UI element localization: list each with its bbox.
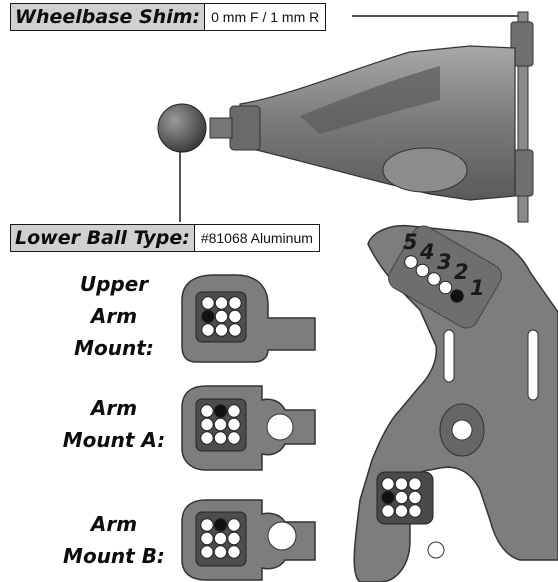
chassis-mount-hole-6 — [408, 490, 422, 505]
chassis-mount-hole-7 — [381, 504, 395, 518]
chassis-mount-hole-4 — [381, 490, 395, 505]
arm-mount-a-hole-6 — [227, 417, 241, 432]
arm-mount-a-hole-1 — [200, 404, 214, 418]
hole-number-2: 2 — [454, 260, 469, 284]
strip-hole-1 — [450, 289, 464, 303]
chassis-mount-hole-1 — [381, 477, 395, 491]
chassis-mount-hole-3 — [408, 477, 422, 491]
lower-ball-type-value: #81068 Aluminum — [200, 230, 313, 246]
strip-hole-4 — [415, 263, 430, 278]
upper-arm-mount-hole-7 — [201, 323, 215, 337]
hole-strip-recess — [388, 225, 502, 329]
arm-mount-b-hole-2 — [213, 518, 228, 532]
strip-hole-3 — [427, 272, 441, 286]
arm-mount-b-label: Arm Mount B: — [63, 512, 165, 568]
arm-mount-a-hole-2 — [213, 404, 228, 418]
chassis-mount-hole-9 — [408, 504, 422, 518]
chassis-mount-hole-8 — [394, 504, 409, 518]
chassis-hole — [451, 419, 473, 441]
chassis-mount-hole-2 — [394, 477, 409, 491]
chassis-slot-right — [527, 329, 539, 401]
arm-mount-b-hole-8 — [213, 545, 228, 559]
arm-rib — [300, 66, 440, 134]
upper-arm-mount-hole-9 — [228, 323, 242, 337]
lower-ball-type-heading: Lower Ball Type: — [11, 225, 195, 251]
arm-mount-a-hole-7 — [200, 431, 214, 445]
arm-mount-a-label: Arm Mount A: — [62, 396, 166, 452]
upper-arm-mount-label: Upper Arm Mount: — [74, 272, 154, 360]
arm-mount-a-hole-9 — [227, 431, 241, 445]
lower-ball-icon — [157, 103, 207, 153]
lower-ball-type-label: Lower Ball Type: #81068 Aluminum — [10, 224, 320, 252]
upper-arm-mount-hole-4 — [201, 309, 215, 324]
hole-grids — [200, 255, 464, 559]
chassis-mount-hole-5 — [394, 490, 409, 505]
wheelbase-shim-value: 0 mm F / 1 mm R — [211, 9, 320, 25]
arm-mount-b-hole-6 — [227, 531, 241, 546]
arm-mount-a-hole-5 — [213, 417, 228, 432]
arm-mount-b-hole-3 — [227, 518, 241, 532]
hinge-pin — [517, 11, 529, 223]
wheelbase-shim-heading: Wheelbase Shim: — [11, 4, 206, 30]
chassis-hole-lower — [427, 541, 445, 559]
hole-number-5: 5 — [403, 230, 418, 254]
upper-arm-mount-hole-6 — [228, 309, 242, 324]
arm-mount-b-hole-4 — [200, 531, 214, 546]
arm-mount-b-hole-9 — [227, 545, 241, 559]
hole-number-1: 1 — [470, 276, 485, 300]
chassis-slot — [443, 329, 455, 383]
arm-mount-a-hole-3 — [227, 404, 241, 418]
ball-stud-neck — [209, 117, 233, 139]
upper-arm-mount-hole-2 — [214, 296, 229, 310]
upper-arm-mount-hole-8 — [214, 323, 229, 337]
strip-hole-2 — [438, 280, 453, 295]
lower-arm — [157, 11, 534, 223]
arm-mount-a-hole-4 — [200, 417, 214, 432]
hole-number-3: 3 — [437, 250, 452, 274]
upper-arm-mount-hole-3 — [228, 296, 242, 310]
arm-mount-a-hole-8 — [213, 431, 228, 445]
upper-hinge-block — [510, 21, 534, 67]
arm-mount-b-hole-5 — [213, 531, 228, 546]
shock-mount-boss — [382, 147, 468, 193]
upper-arm-mount-hole-5 — [214, 309, 229, 324]
hole-number-4: 4 — [420, 240, 435, 264]
ball-stud-collar — [229, 105, 261, 151]
arm-mount-b-hole-1 — [200, 518, 214, 532]
arm-mount-b-hole-7 — [200, 545, 214, 559]
arm-body — [239, 45, 516, 201]
upper-arm-mount-hole-1 — [201, 296, 215, 310]
wheelbase-shim-label: Wheelbase Shim: 0 mm F / 1 mm R — [10, 3, 327, 31]
strip-hole-5 — [404, 255, 418, 269]
